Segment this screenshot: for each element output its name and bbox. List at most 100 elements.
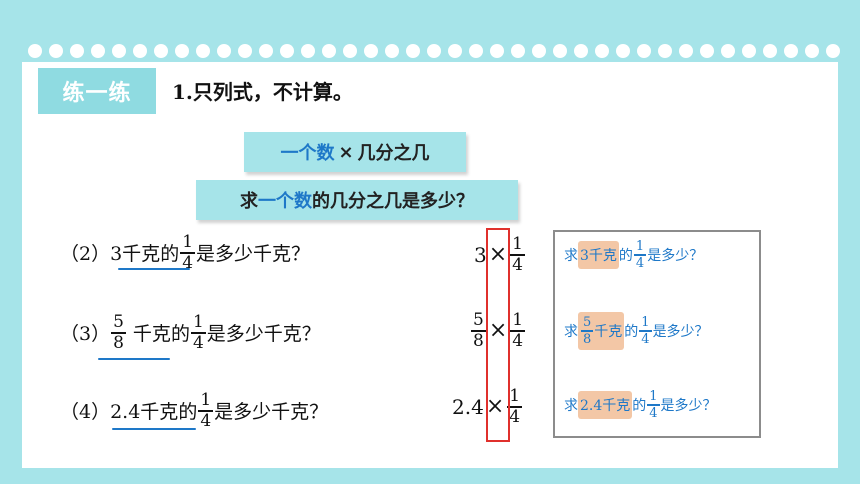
question-box-part2: 一个数	[258, 191, 312, 212]
formula-part-number: 一个数	[280, 143, 335, 164]
times-sign: ×	[488, 318, 508, 344]
question-box-part3: 的几分之几是多少？	[312, 191, 474, 212]
border-dot	[553, 44, 567, 58]
fraction-denominator: 4	[182, 252, 194, 273]
border-dot	[385, 44, 399, 58]
question-3-suffix: 是多少千克？	[206, 323, 321, 346]
border-dot	[70, 44, 84, 58]
question-3-unit: 千克	[132, 323, 171, 346]
border-dot	[763, 44, 777, 58]
expression-4-left: 2.4	[452, 394, 484, 419]
border-dot	[427, 44, 441, 58]
border-dot	[238, 44, 252, 58]
border-dot	[49, 44, 63, 58]
border-dot	[595, 44, 609, 58]
border-dot	[364, 44, 378, 58]
border-dot	[91, 44, 105, 58]
question-4-fraction: 1 4	[198, 390, 214, 430]
fraction-numerator: 1	[509, 386, 521, 406]
border-dot	[784, 44, 798, 58]
expression-2: 3 × 1 4	[474, 236, 526, 274]
question-4-quantity: 2.4千克	[110, 401, 179, 424]
formula-times-sign: ×	[338, 141, 354, 163]
border-dot	[532, 44, 546, 58]
hint-3-quantity-fraction: 5 8	[581, 315, 594, 346]
border-dot	[658, 44, 672, 58]
fraction-numerator: 5	[113, 312, 124, 332]
fraction-denominator: 4	[635, 255, 645, 271]
expression-3-fraction: 1 4	[510, 310, 526, 351]
question-2-number: （2）	[60, 243, 111, 266]
hint-2-start: 求	[564, 247, 578, 264]
hint-2-fraction: 1 4	[633, 239, 647, 271]
border-dot	[616, 44, 630, 58]
fraction-numerator: 1	[192, 312, 204, 332]
hint-4-end: 是多少？	[660, 397, 717, 414]
fraction-numerator: 1	[635, 239, 645, 254]
fraction-numerator: 1	[182, 232, 194, 252]
hint-4-fraction: 1 4	[647, 389, 660, 421]
border-dot	[406, 44, 420, 58]
question-2: （2） 3千克 的 1 4 是多少千克？	[60, 234, 310, 272]
fraction-numerator: 1	[512, 234, 523, 254]
fraction-numerator: 1	[649, 389, 658, 404]
question-3-underline	[98, 358, 170, 360]
expression-2-left: 3	[474, 242, 487, 267]
question-4-suffix: 是多少千克？	[214, 401, 329, 424]
fraction-denominator: 4	[512, 330, 524, 351]
question-3-number: （3）	[60, 323, 111, 346]
hint-3-fraction: 1 4	[639, 316, 652, 347]
practice-badge: 练一练	[38, 68, 156, 114]
border-dot	[511, 44, 525, 58]
hint-4-start: 求	[564, 397, 578, 414]
border-dot	[133, 44, 147, 58]
question-3-quantity-fraction: 5 8	[111, 314, 126, 352]
border-dot	[217, 44, 231, 58]
formula-part-fraction: 几分之几	[357, 143, 430, 164]
expression-3-left-fraction: 5 8	[471, 312, 486, 350]
hint-4: 求 2.4千克 的 1 4 是多少？	[564, 390, 717, 420]
border-dot	[826, 44, 840, 58]
fraction-numerator: 1	[512, 310, 524, 330]
question-2-suffix: 是多少千克？	[196, 243, 311, 266]
border-dot	[196, 44, 210, 58]
border-dot	[322, 44, 336, 58]
hint-3: 求 5 8 千克 的 1 4 是多少？	[564, 312, 709, 350]
border-dot	[637, 44, 651, 58]
hint-3-start: 求	[564, 323, 578, 340]
question-box: 求 一个数 的几分之几是多少？	[196, 180, 518, 220]
expression-4-fraction: 1 4	[507, 386, 523, 427]
hint-3-unit: 千克	[594, 323, 623, 340]
fraction-denominator: 4	[509, 406, 521, 427]
expression-2-fraction: 1 4	[510, 236, 525, 274]
fraction-denominator: 4	[649, 405, 658, 421]
fraction-numerator: 1	[200, 390, 212, 410]
question-4: （4） 2.4千克 的 1 4 是多少千克？	[60, 392, 328, 430]
border-dot	[301, 44, 315, 58]
border-dot	[175, 44, 189, 58]
times-sign: ×	[488, 242, 508, 268]
border-dot	[679, 44, 693, 58]
hint-2-of: 的	[618, 247, 633, 264]
times-highlight-box	[486, 228, 510, 442]
border-dot	[742, 44, 756, 58]
question-3-fraction: 1 4	[190, 312, 206, 353]
fraction-denominator: 4	[641, 331, 650, 347]
hint-3-end: 是多少？	[652, 323, 709, 340]
expression-4: 2.4 × 1 4	[452, 388, 523, 426]
question-3-of: 的	[170, 323, 190, 346]
fraction-denominator: 4	[192, 332, 204, 353]
border-dot	[154, 44, 168, 58]
fraction-numerator: 5	[583, 315, 592, 330]
border-dot	[280, 44, 294, 58]
border-dot	[28, 44, 42, 58]
border-dot	[469, 44, 483, 58]
question-4-number: （4）	[60, 401, 111, 424]
question-2-of: 的	[160, 243, 180, 266]
times-sign: ×	[485, 394, 505, 420]
hint-2: 求 3千克 的 1 4 是多少？	[564, 240, 703, 270]
border-dot	[343, 44, 357, 58]
fraction-denominator: 4	[512, 254, 523, 275]
fraction-numerator: 5	[473, 310, 484, 330]
